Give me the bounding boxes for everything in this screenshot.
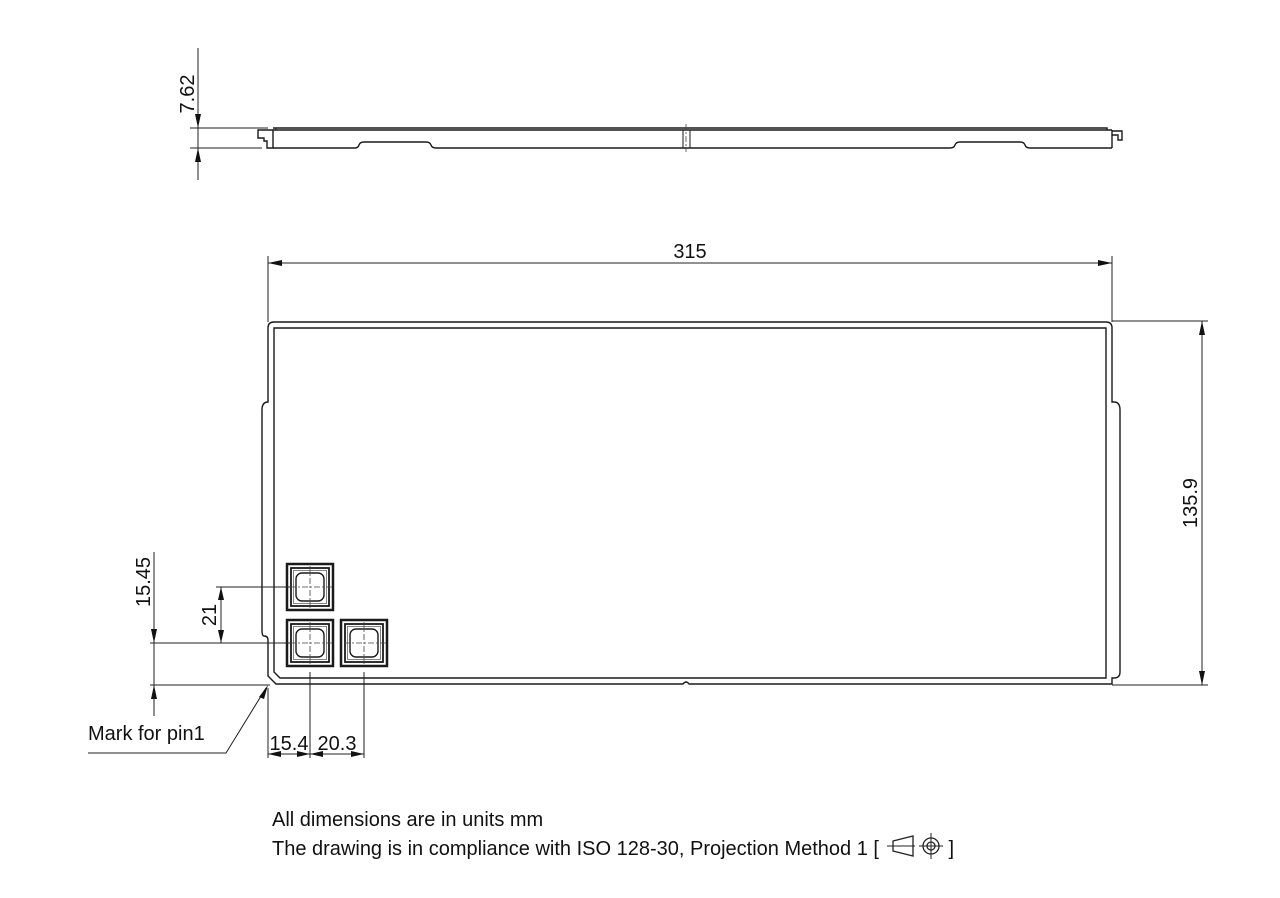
pocket-centerlines: [290, 566, 386, 664]
note-units: All dimensions are in units mm: [272, 809, 544, 831]
note-compliance-suffix: ]: [948, 838, 955, 860]
top-view: 315 135.9 21 15.45: [88, 241, 1208, 758]
side-view-outline: [257, 124, 1123, 152]
dim-pocket-pitch-y-label: 21: [199, 604, 221, 626]
dim-overall-height: 135.9: [1112, 320, 1208, 686]
dim-pocket-pitch-y: 21: [150, 586, 290, 644]
first-angle-projection-icon: [886, 833, 943, 859]
dim-first-pocket-x-label: 15.4: [270, 733, 309, 755]
dim-thickness: 7.62: [177, 48, 268, 180]
dim-thickness-label: 7.62: [177, 75, 199, 114]
pin1-leader: Mark for pin1: [88, 685, 268, 754]
dim-pocket-pitch-x-label: 20.3: [318, 733, 357, 755]
dim-first-pocket-y-label: 15.45: [133, 557, 155, 607]
drawing-notes: All dimensions are in units mm The drawi…: [272, 808, 954, 862]
dim-pocket-pitch-x: 20.3: [310, 672, 365, 758]
dim-first-pocket-y: 15.45: [133, 552, 270, 716]
dim-overall-width-label: 315: [673, 241, 706, 263]
tray-outer-outline: [261, 321, 1121, 685]
tray-inner-outline: [273, 327, 1107, 679]
note-compliance-text: The drawing is in compliance with ISO 12…: [272, 838, 879, 860]
pin1-mark-label: Mark for pin1: [88, 723, 205, 745]
dim-overall-height-label: 135.9: [1180, 478, 1202, 528]
dim-first-pocket-x: 15.4: [267, 672, 311, 758]
note-compliance: The drawing is in compliance with ISO 12…: [272, 833, 954, 862]
dim-overall-width: 315: [267, 241, 1113, 322]
side-view: 7.62: [177, 48, 1123, 180]
